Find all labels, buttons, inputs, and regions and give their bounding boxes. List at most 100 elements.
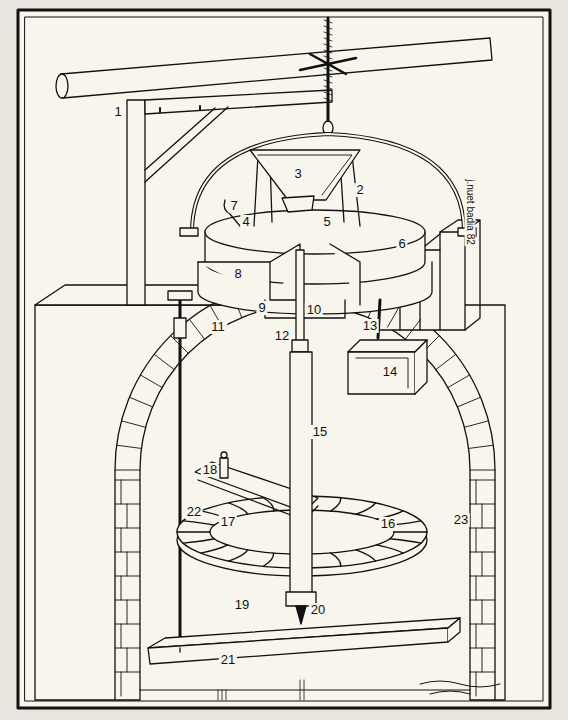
- brick-course: [115, 480, 140, 481]
- rod-handle: [168, 291, 192, 300]
- brick-joint: [482, 504, 483, 528]
- callout-number: 15: [311, 425, 329, 439]
- brick-course: [470, 528, 495, 529]
- blade: [177, 531, 210, 532]
- brick-joint: [476, 672, 477, 696]
- brick-course: [470, 552, 495, 553]
- callout-number: 23: [452, 513, 470, 527]
- brick-course: [115, 552, 140, 553]
- thread-stroke: [324, 86, 332, 89]
- top-log: [61, 38, 492, 98]
- masonry-block: [35, 220, 505, 700]
- brick-course: [115, 528, 140, 529]
- callout-number: 6: [396, 237, 407, 251]
- callout-number: 20: [309, 603, 327, 617]
- thread-stroke: [324, 92, 332, 95]
- callout-number: 8: [232, 267, 243, 281]
- wheel-shaft: [290, 352, 312, 600]
- brick-joint: [436, 354, 456, 369]
- brick-course: [115, 624, 140, 625]
- brick-joint: [476, 528, 477, 552]
- pivot: [296, 606, 306, 624]
- callout-number: 5: [321, 215, 332, 229]
- blade: [229, 550, 248, 561]
- spindle: [296, 250, 304, 350]
- screw-thread: [324, 20, 332, 101]
- blade: [394, 531, 427, 532]
- brick-joint: [482, 552, 483, 576]
- chest-inner: [356, 358, 408, 388]
- stone-cutaway: [198, 244, 360, 305]
- arch-outer: [115, 280, 495, 700]
- brick-course: [115, 648, 140, 649]
- beam-end: [448, 618, 460, 642]
- brick-joint: [476, 576, 477, 600]
- post: [127, 100, 145, 305]
- brick-course: [470, 624, 495, 625]
- thread-stroke: [324, 80, 332, 83]
- hook: [224, 200, 240, 226]
- brick-joint: [127, 552, 128, 576]
- brick-joint: [476, 624, 477, 648]
- blade: [389, 539, 420, 543]
- screw-and-bow: [180, 18, 476, 236]
- shoe: [282, 196, 314, 212]
- inner-frame: [25, 17, 543, 701]
- brick-course: [470, 480, 495, 481]
- callout-number: 2: [354, 183, 365, 197]
- flour-chest: [348, 340, 427, 394]
- log-end: [56, 74, 68, 98]
- callout-number: 17: [219, 515, 237, 529]
- bow-knob: [180, 228, 198, 236]
- shaft-collar: [292, 340, 308, 352]
- blade: [356, 503, 375, 514]
- rod-foot: [179, 648, 180, 652]
- callout-number: 21: [219, 653, 237, 667]
- brick-joint: [189, 319, 204, 339]
- callout-number: 4: [240, 215, 251, 229]
- blade: [330, 498, 340, 511]
- blade: [356, 550, 375, 561]
- sole-beam: [148, 606, 460, 664]
- thread-stroke: [324, 98, 332, 101]
- brick-joint: [121, 672, 122, 696]
- sluice-gate: [220, 458, 228, 478]
- brick-joint: [127, 504, 128, 528]
- blade: [376, 545, 403, 553]
- rod: [179, 300, 182, 652]
- millstones: [198, 200, 432, 338]
- thread-stroke: [324, 44, 332, 47]
- chest-top: [348, 340, 427, 352]
- thread-stroke: [324, 26, 332, 29]
- thread-stroke: [324, 32, 332, 35]
- blade: [330, 553, 340, 566]
- callout-number: 18: [201, 463, 219, 477]
- beam-front: [148, 628, 448, 664]
- thread-stroke: [324, 20, 332, 23]
- callout-number: 12: [273, 329, 291, 343]
- chest-front: [348, 352, 415, 394]
- brick-joint: [482, 648, 483, 672]
- blade: [201, 545, 228, 553]
- callout-number: 1: [112, 105, 123, 119]
- signature: j.nuet badia 82: [465, 178, 476, 246]
- brick-joint: [127, 600, 128, 624]
- brick-joint: [121, 624, 122, 648]
- brick-joint: [121, 528, 122, 552]
- brick-course: [470, 504, 495, 505]
- brick-joint: [127, 648, 128, 672]
- callout-number: 16: [379, 517, 397, 531]
- water-and-ground: [140, 680, 500, 700]
- brick-joint: [117, 445, 142, 448]
- water-waves: [420, 681, 500, 694]
- callout-number: 11: [209, 320, 227, 334]
- thread-stroke: [324, 68, 332, 71]
- brick-course: [470, 600, 495, 601]
- brick-joint: [140, 375, 162, 388]
- brick-course: [115, 504, 140, 505]
- bow-outer: [192, 134, 464, 232]
- hopper: [250, 150, 360, 226]
